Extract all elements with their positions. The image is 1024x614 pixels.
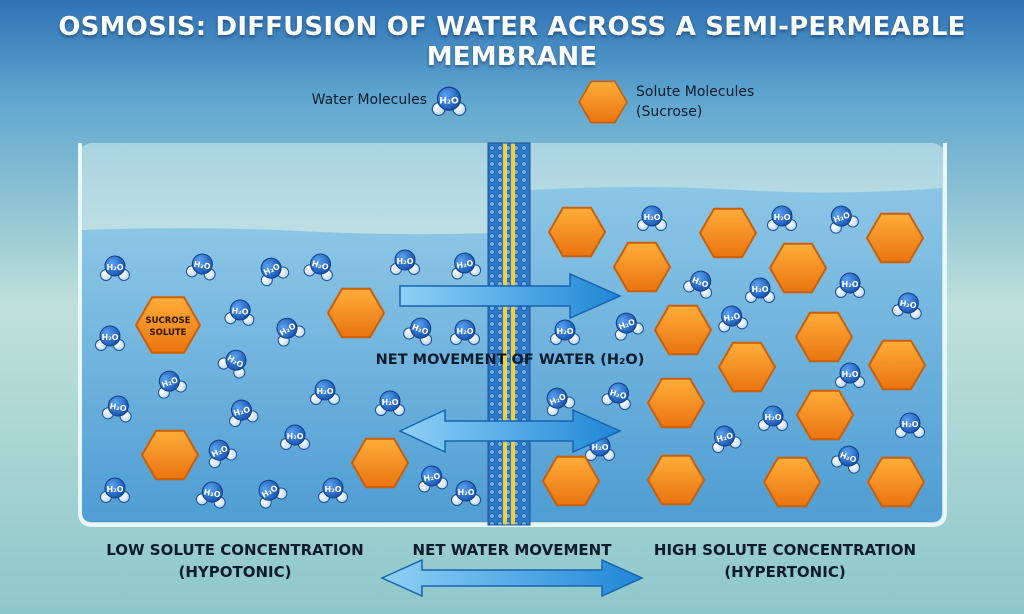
low-concentration-line1: LOW SOLUTE CONCENTRATION [106, 541, 364, 559]
arrow-right-upper [399, 272, 622, 320]
semi-permeable-membrane [487, 142, 531, 526]
legend-solute-label-line2: (Sucrose) [636, 104, 703, 120]
high-concentration-line2: (HYPERTONIC) [724, 563, 846, 581]
legend-solute-label-line1: Solute Molecules [636, 84, 755, 100]
high-concentration-line1: HIGH SOLUTE CONCENTRATION [653, 541, 917, 559]
net-water-movement-label: NET WATER MOVEMENT [412, 541, 612, 559]
sucrose-solute-tag: SUCROSE SOLUTE [134, 296, 202, 354]
arrow-double-bottom [380, 558, 644, 598]
arrow-double-middle [398, 408, 622, 454]
net-movement-label: NET MOVEMENT OF WATER (H₂O) [375, 352, 645, 368]
legend-water-label: Water Molecules [311, 92, 427, 108]
sucrose-tag-line2: SOLUTE [150, 328, 187, 338]
low-concentration-line2: (HYPOTONIC) [178, 563, 292, 581]
sucrose-tag-line1: SUCROSE [146, 316, 191, 326]
diagram-title: OSMOSIS: DIFFUSION OF WATER ACROSS A SEM… [58, 12, 966, 72]
